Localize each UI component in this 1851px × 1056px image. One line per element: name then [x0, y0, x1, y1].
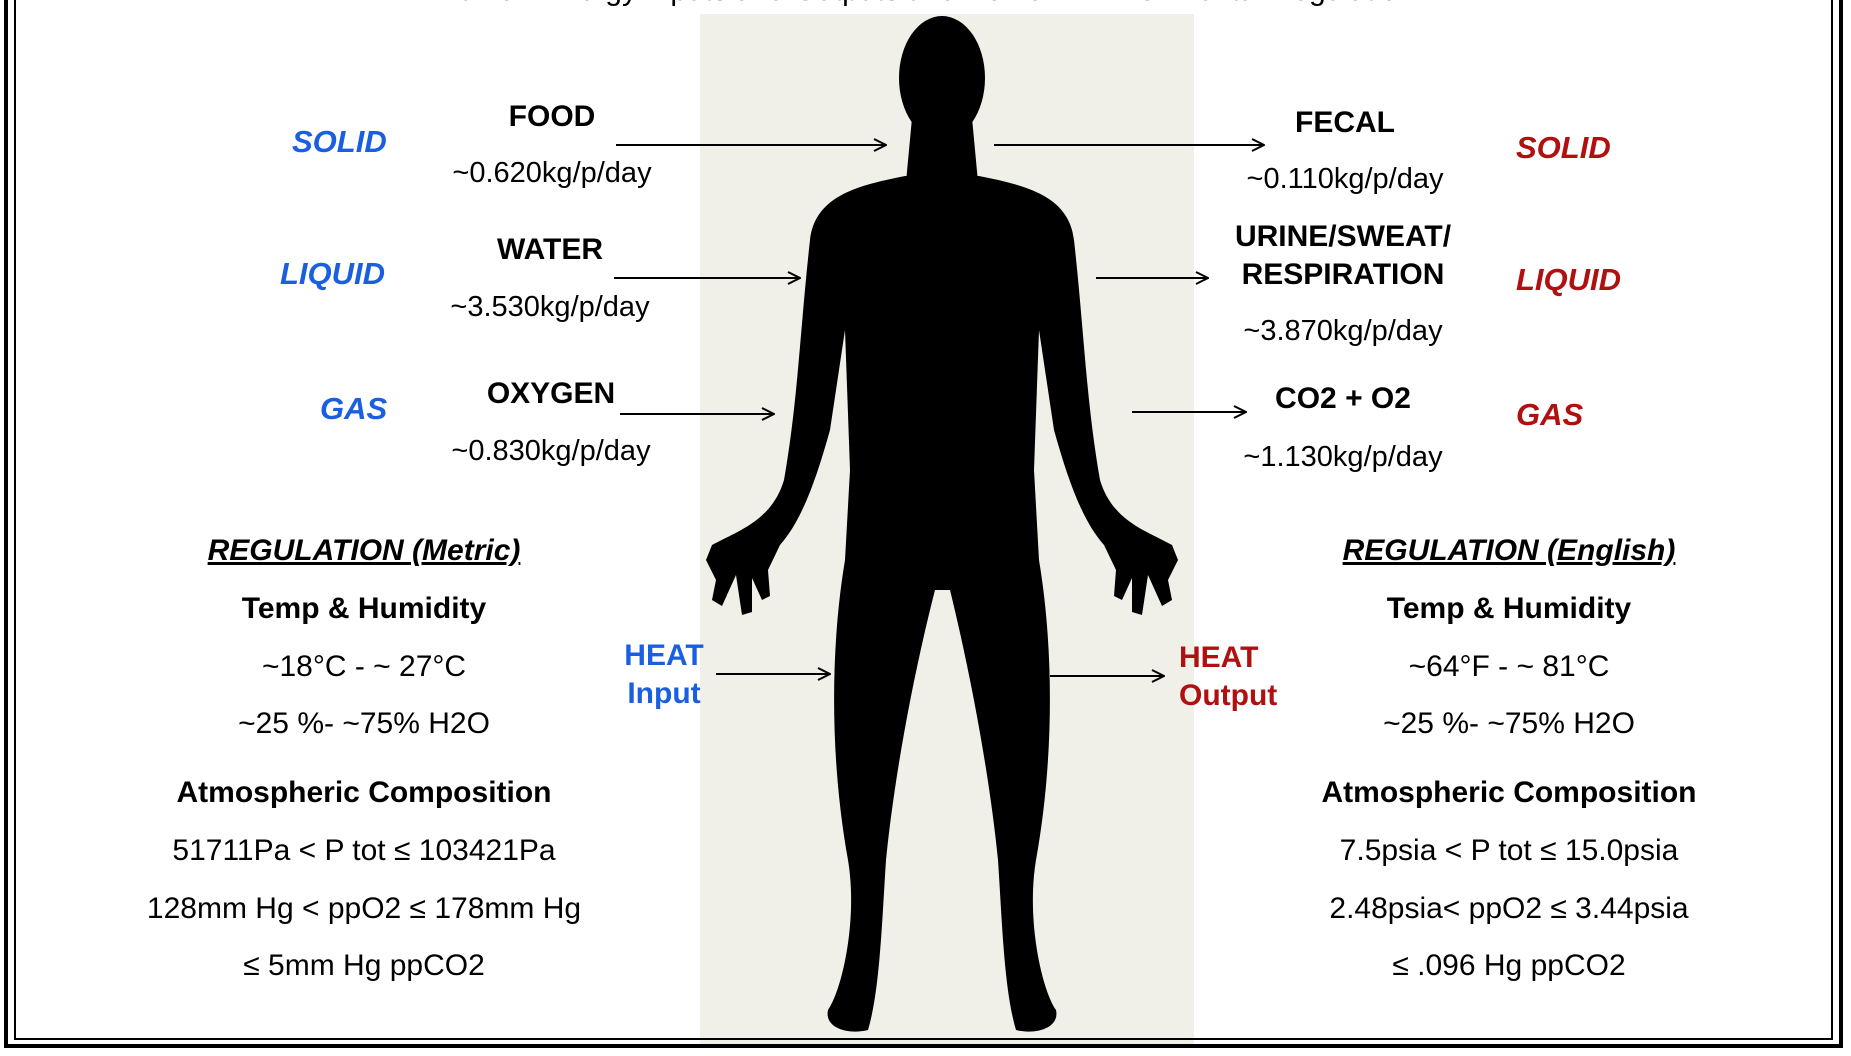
urine-sweat-respiration-label: URINE/SWEAT/ RESPIRATION	[1235, 218, 1451, 294]
heat-output-line2: Output	[1179, 677, 1277, 715]
metric-temp-range: ~18°C - ~ 27°C	[262, 650, 466, 684]
output-solid-label: SOLID	[1516, 130, 1611, 166]
gas-out-rate: ~1.130kg/p/day	[1243, 441, 1442, 474]
input-liquid-label: LIQUID	[280, 256, 385, 292]
metric-ppo2: 128mm Hg < ppO2 ≤ 178mm Hg	[147, 892, 581, 926]
english-pressure: 7.5psia < P tot ≤ 15.0psia	[1340, 834, 1679, 868]
food-rate: ~0.620kg/p/day	[452, 157, 651, 190]
metric-atm-heading: Atmospheric Composition	[176, 776, 551, 810]
heat-input-line1: HEAT	[624, 637, 703, 675]
output-gas-label: GAS	[1516, 397, 1583, 433]
liquid-out-rate: ~3.870kg/p/day	[1243, 315, 1442, 348]
heat-output-line1: HEAT	[1179, 639, 1277, 677]
water-rate: ~3.530kg/p/day	[450, 291, 649, 324]
english-atm-heading: Atmospheric Composition	[1321, 776, 1696, 810]
metric-humidity-range: ~25 %- ~75% H2O	[238, 707, 490, 741]
oxygen-label: OXYGEN	[487, 377, 615, 411]
metric-ppco2: ≤ 5mm Hg ppCO2	[243, 949, 485, 983]
input-solid-label: SOLID	[292, 124, 387, 160]
heat-output-label: HEAT Output	[1179, 639, 1277, 715]
regulation-metric-title: REGULATION (Metric)	[208, 534, 521, 568]
input-gas-label: GAS	[320, 391, 387, 427]
fecal-label: FECAL	[1295, 106, 1395, 140]
food-label: FOOD	[509, 100, 596, 134]
metric-pressure: 51711Pa < P tot ≤ 103421Pa	[172, 834, 555, 868]
co2-o2-label: CO2 + O2	[1275, 382, 1411, 416]
liquid-out-line1: URINE/SWEAT/	[1235, 218, 1451, 256]
metric-temp-heading: Temp & Humidity	[242, 592, 486, 626]
english-humidity-range: ~25 %- ~75% H2O	[1383, 707, 1635, 741]
fecal-rate: ~0.110kg/p/day	[1247, 163, 1444, 196]
oxygen-rate: ~0.830kg/p/day	[451, 435, 650, 468]
english-ppo2: 2.48psia< ppO2 ≤ 3.44psia	[1329, 892, 1688, 926]
heat-input-label: HEAT Input	[624, 637, 703, 713]
human-silhouette-icon	[706, 16, 1178, 1032]
english-ppco2: ≤ .096 Hg ppCO2	[1392, 949, 1625, 983]
regulation-english-title: REGULATION (English)	[1343, 534, 1676, 568]
water-label: WATER	[497, 233, 603, 267]
output-liquid-label: LIQUID	[1516, 262, 1621, 298]
english-temp-heading: Temp & Humidity	[1387, 592, 1631, 626]
liquid-out-line2: RESPIRATION	[1235, 256, 1451, 294]
english-temp-range: ~64°F - ~ 81°C	[1409, 650, 1610, 684]
heat-input-line2: Input	[624, 675, 703, 713]
